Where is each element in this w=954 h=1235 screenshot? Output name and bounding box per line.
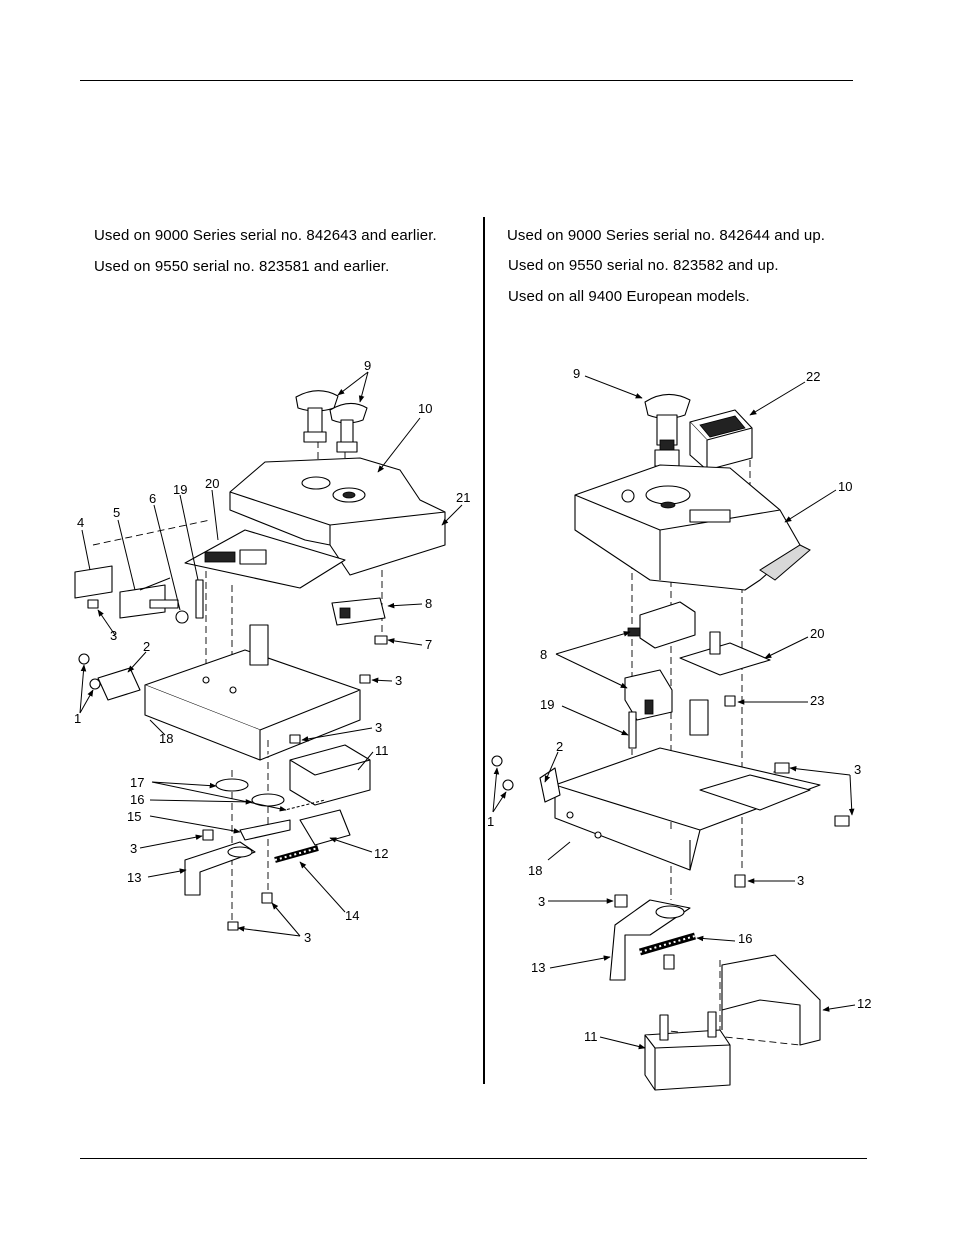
- left-callout-5: 5: [113, 505, 120, 520]
- left-callout-3d: 3: [130, 841, 137, 856]
- left-callout-3b: 3: [395, 673, 402, 688]
- header-rule: [80, 80, 853, 81]
- left-callout-13: 13: [127, 870, 141, 885]
- part-6-screw: [149, 599, 189, 624]
- left-callout-21: 21: [456, 490, 470, 505]
- left-screws-3: [87, 599, 371, 931]
- part-20-circuit-board: [184, 529, 346, 589]
- part-13-lever: [609, 899, 691, 981]
- left-callout-7: 7: [425, 637, 432, 652]
- part-18-base-plate: [144, 624, 361, 761]
- left-callout-3e: 3: [304, 930, 311, 945]
- part-18-base-plate: [554, 699, 821, 871]
- left-callout-2: 2: [143, 639, 150, 654]
- right-note-2: Used on 9550 serial no. 823582 and up.: [508, 257, 779, 274]
- part-19-standoff: [628, 711, 637, 749]
- left-callout-3c: 3: [375, 720, 382, 735]
- right-callout-23: 23: [810, 693, 824, 708]
- right-callout-18: 18: [528, 863, 542, 878]
- part-8-switches: [624, 601, 696, 721]
- part-10-top-cover: [229, 457, 446, 576]
- left-exploded-diagram: 9 10 19 20 21 4 5 6 8 7 3 2 1 3 3 18 11 …: [74, 358, 470, 945]
- part-13-lever: [184, 841, 256, 896]
- part-8-switch: [331, 597, 386, 626]
- part-22-rocker-switch: [689, 409, 753, 471]
- right-callout-11: 11: [584, 1029, 598, 1044]
- right-callout-1: 1: [487, 814, 494, 829]
- part-7-screw: [374, 635, 388, 645]
- right-callout-3c: 3: [538, 894, 545, 909]
- right-callout-20: 20: [810, 626, 824, 641]
- part-9-knob: [644, 393, 691, 467]
- right-callout-16: 16: [738, 931, 752, 946]
- right-exploded-diagram: 9 22 10 8 20 19 23 2 3 1 18 3 3 16 13 12…: [487, 366, 871, 1091]
- left-callout-8: 8: [425, 596, 432, 611]
- left-callout-6: 6: [149, 491, 156, 506]
- left-callout-1: 1: [74, 711, 81, 726]
- part-12-bracket: [299, 809, 351, 846]
- left-callout-4: 4: [77, 515, 84, 530]
- right-callout-19: 19: [540, 697, 554, 712]
- right-callout-3a: 3: [854, 762, 861, 777]
- right-callout-3b: 3: [797, 873, 804, 888]
- left-callout-18: 18: [159, 731, 173, 746]
- left-callout-10: 10: [418, 401, 432, 416]
- part-5-switch: [119, 577, 171, 619]
- right-callout-2: 2: [556, 739, 563, 754]
- left-callout-14: 14: [345, 908, 359, 923]
- part-16-spring: [639, 932, 696, 970]
- right-callout-13: 13: [531, 960, 545, 975]
- part-1-screws: [491, 755, 514, 791]
- part-10-cover: [574, 464, 811, 591]
- right-screws-3: [614, 762, 850, 908]
- part-23-screw: [724, 695, 736, 707]
- left-callout-20: 20: [205, 476, 219, 491]
- part-4-plate: [74, 565, 113, 599]
- part-2-bracket: [539, 767, 561, 803]
- part-9-knobs: [295, 390, 368, 453]
- part-20-board: [679, 631, 771, 676]
- part-12-bracket: [721, 954, 821, 1046]
- part-16-spring: [284, 799, 326, 811]
- right-callout-12: 12: [857, 996, 871, 1011]
- part-11-block: [289, 744, 371, 806]
- right-callout-8: 8: [540, 647, 547, 662]
- footer-rule: [80, 1158, 867, 1159]
- part-11-block: [644, 1011, 731, 1091]
- part-19-standoff: [195, 579, 204, 619]
- left-callout-16: 16: [130, 792, 144, 807]
- left-callout-17: 17: [130, 775, 144, 790]
- right-note-1: Used on 9000 Series serial no. 842644 an…: [507, 227, 826, 244]
- left-callout-19: 19: [173, 482, 187, 497]
- left-callout-15: 15: [127, 809, 141, 824]
- panel-divider: [483, 217, 485, 1084]
- part-14-spring: [274, 845, 319, 863]
- left-callout-12: 12: [374, 846, 388, 861]
- left-callout-3a: 3: [110, 628, 117, 643]
- left-callout-11: 11: [375, 743, 389, 758]
- right-callout-9: 9: [573, 366, 580, 381]
- left-callout-9: 9: [364, 358, 371, 373]
- part-2-bracket: [97, 667, 141, 701]
- left-note-1: Used on 9000 Series serial no. 842643 an…: [94, 227, 437, 244]
- part-15-arm: [239, 819, 291, 841]
- right-callout-10: 10: [838, 479, 852, 494]
- part-1-screws: [78, 653, 101, 690]
- right-note-3: Used on all 9400 European models.: [508, 288, 750, 305]
- right-callout-22: 22: [806, 369, 820, 384]
- left-note-2: Used on 9550 serial no. 823581 and earli…: [94, 258, 390, 275]
